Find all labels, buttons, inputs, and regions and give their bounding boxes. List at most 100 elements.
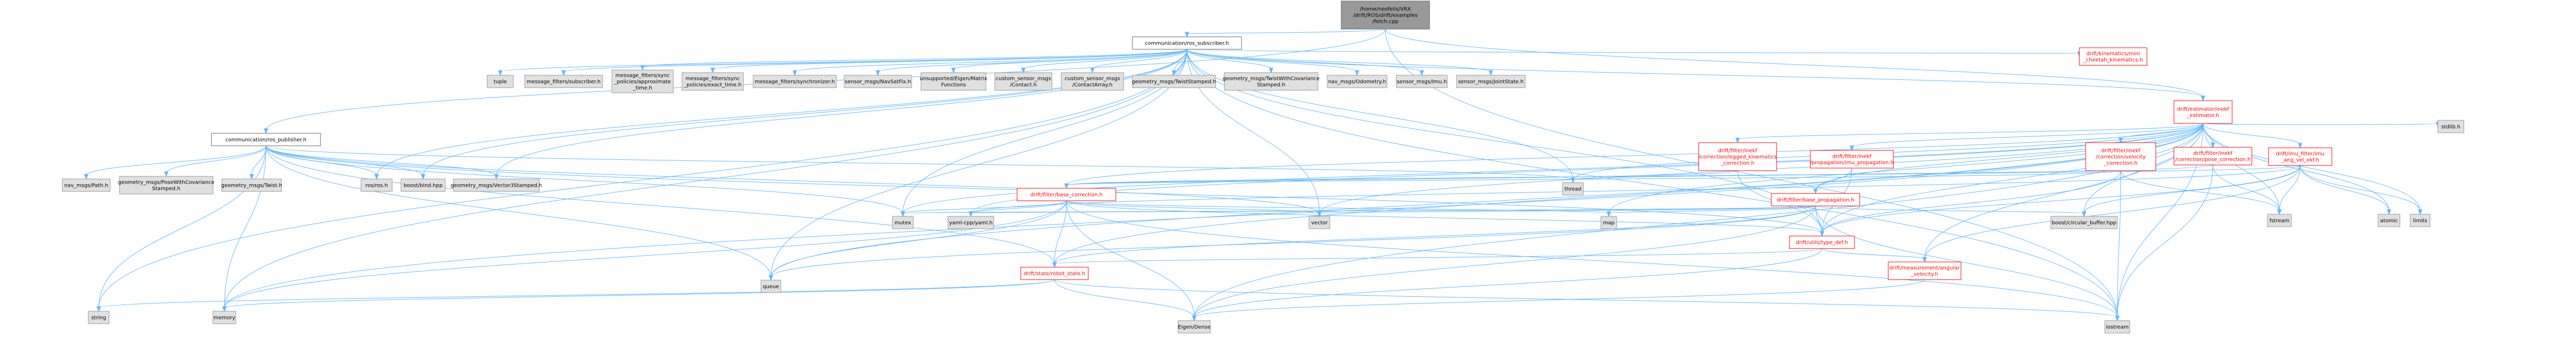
edge-line — [500, 49, 1187, 73]
edge-arrowhead — [1317, 211, 1322, 217]
node-label: mutex — [895, 220, 911, 226]
node-mini[interactable]: drift/kinematics/mini_cheetah_kinematics… — [2079, 47, 2147, 66]
node-label: unsupported/Eigen/Matrix — [920, 76, 987, 82]
node-robotstate[interactable]: drift/state/robot_state.h — [1020, 267, 1089, 280]
node-label: _velocity.h — [1911, 272, 1938, 278]
node-label: /fetch.cpp — [1372, 19, 1398, 25]
edge-line — [2300, 165, 2390, 212]
node-label: /correction/pose_correction.h — [2175, 157, 2251, 163]
node-root[interactable]: /home/neofelis/VRX/drift/ROS/drift/examp… — [1341, 1, 1430, 30]
node-box — [1456, 75, 1526, 88]
edge-line — [1385, 29, 2204, 98]
node-label: _policies/exact_time.h — [684, 82, 742, 88]
edge-root-to-sub — [1184, 29, 1386, 38]
edge-line — [1186, 49, 1573, 180]
edge-imufilter-to-atomic — [2300, 165, 2392, 215]
edge-line — [1066, 200, 1320, 214]
edge-arrowhead — [263, 128, 269, 134]
node-baseprop[interactable]: drift/filter/base_propagation.h — [1771, 193, 1860, 206]
edge-line — [1054, 279, 2118, 318]
node-box — [211, 133, 321, 146]
node-label: message_filters/sync — [616, 73, 670, 79]
edge-arrowhead — [561, 70, 566, 76]
edge-line — [953, 49, 1187, 70]
node-msgsub: message_filters/subscriber.h — [524, 75, 603, 88]
node-sub[interactable]: communication/ros_subscriber.h — [1132, 36, 1242, 50]
node-basecorr[interactable]: drift/filter/base_correction.h — [1017, 188, 1116, 201]
edge-line — [1815, 205, 2118, 318]
node-label: sensor_msgs/Imu.h — [1397, 79, 1447, 85]
edge-arrowhead — [968, 211, 973, 217]
edge-line — [496, 49, 1187, 176]
edge-line — [265, 145, 771, 278]
edge-line — [1815, 123, 2204, 191]
edge-arrowhead — [164, 171, 169, 177]
node-label: drift/state/robot_state.h — [1024, 271, 1086, 277]
node-box — [2437, 120, 2464, 133]
edge-sub-to-contactarr — [1090, 49, 1187, 74]
node-label: /correction/legged_kinematics — [1699, 155, 1777, 160]
edge-legged-to-basecorr — [1064, 170, 1738, 189]
node-posecorr[interactable]: drift/filter/inekf/correction/pose_corre… — [2173, 147, 2252, 165]
edge-line — [642, 49, 1187, 67]
edge-line — [2279, 165, 2301, 212]
node-label: drift/filter/inekf — [2101, 148, 2141, 154]
node-typedef[interactable]: drift/utils/type_def.h — [1789, 236, 1855, 249]
edge-line — [1054, 200, 1067, 265]
node-label: drift/measurement/angular — [1889, 266, 1960, 271]
edge-arrowhead — [2118, 137, 2123, 144]
edge-est-to-imuprop — [1849, 123, 2204, 151]
edge-line — [265, 145, 1055, 265]
node-thread: thread — [1562, 182, 1584, 196]
node-box — [1888, 261, 1961, 280]
edge-arrowhead — [710, 67, 715, 74]
node-imuprop[interactable]: drift/filter/inekf/propagation/imu_propa… — [1810, 150, 1894, 169]
edge-line — [1608, 123, 2204, 214]
node-label: geometry_msgs/Twist.h — [221, 183, 282, 189]
edge-line — [2084, 165, 2301, 214]
node-label: drift/kinematics/mini — [2086, 51, 2140, 57]
edge-line — [1822, 123, 2204, 233]
edge-line — [2203, 123, 2421, 212]
edge-arrowhead — [1813, 188, 1818, 195]
edge-baseprop-to-queue — [768, 205, 1816, 281]
edge-baseprop-to-circbuf — [1815, 205, 2087, 217]
node-est[interactable]: drift/estimator/inekf_estimator.h — [2173, 100, 2233, 124]
node-label: vector — [1311, 220, 1328, 226]
node-contact: custom_sensor_msgs/Contact.h — [994, 72, 1052, 91]
edge-arrowhead — [2277, 209, 2282, 215]
edge-line — [970, 165, 2301, 214]
node-navpath: nav_msgs/Path.h — [62, 178, 111, 192]
edge-line — [98, 49, 1187, 309]
edge-est-to-queue — [768, 123, 2204, 281]
node-legged[interactable]: drift/filter/inekf/correction/legged_kin… — [1698, 142, 1777, 171]
node-label: drift/utils/type_def.h — [1796, 240, 1848, 246]
edge-robotstate-to-eigdense — [1054, 279, 1197, 322]
edge-line — [770, 200, 1067, 278]
edge-line — [2300, 165, 2421, 212]
node-pub[interactable]: communication/ros_publisher.h — [211, 133, 321, 146]
node-box — [524, 75, 603, 88]
node-velcorr[interactable]: drift/filter/inekf/correction/velocity_c… — [2085, 142, 2156, 171]
edge-line — [1092, 49, 1187, 70]
node-box — [2173, 147, 2252, 165]
node-angvel[interactable]: drift/measurement/angular_velocity.h — [1888, 261, 1961, 280]
node-box — [2079, 47, 2147, 66]
node-box — [1600, 216, 1617, 229]
node-box — [453, 178, 540, 192]
edge-arrowhead — [1192, 315, 1197, 322]
node-box — [1789, 236, 1855, 249]
edge-arrowhead — [1849, 145, 1854, 151]
edge-arrowhead — [875, 70, 880, 76]
edge-pub-to-queue — [265, 145, 773, 281]
node-box — [947, 216, 994, 229]
node-box — [62, 178, 111, 192]
node-limits: limits — [2410, 214, 2431, 227]
node-label: geometry_msgs/PoseWithCovariance — [118, 180, 214, 186]
node-imufilter[interactable]: drift/imu_filter/imu_ang_vel_ekf.h — [2268, 147, 2332, 166]
node-box — [1309, 216, 1330, 229]
edge-sub-to-mini — [1186, 49, 2082, 58]
edge-line — [1186, 49, 2118, 318]
node-synch: message_filters/synchronizer.h — [753, 75, 837, 88]
node-label: Eigen/Dense — [1178, 325, 1211, 330]
